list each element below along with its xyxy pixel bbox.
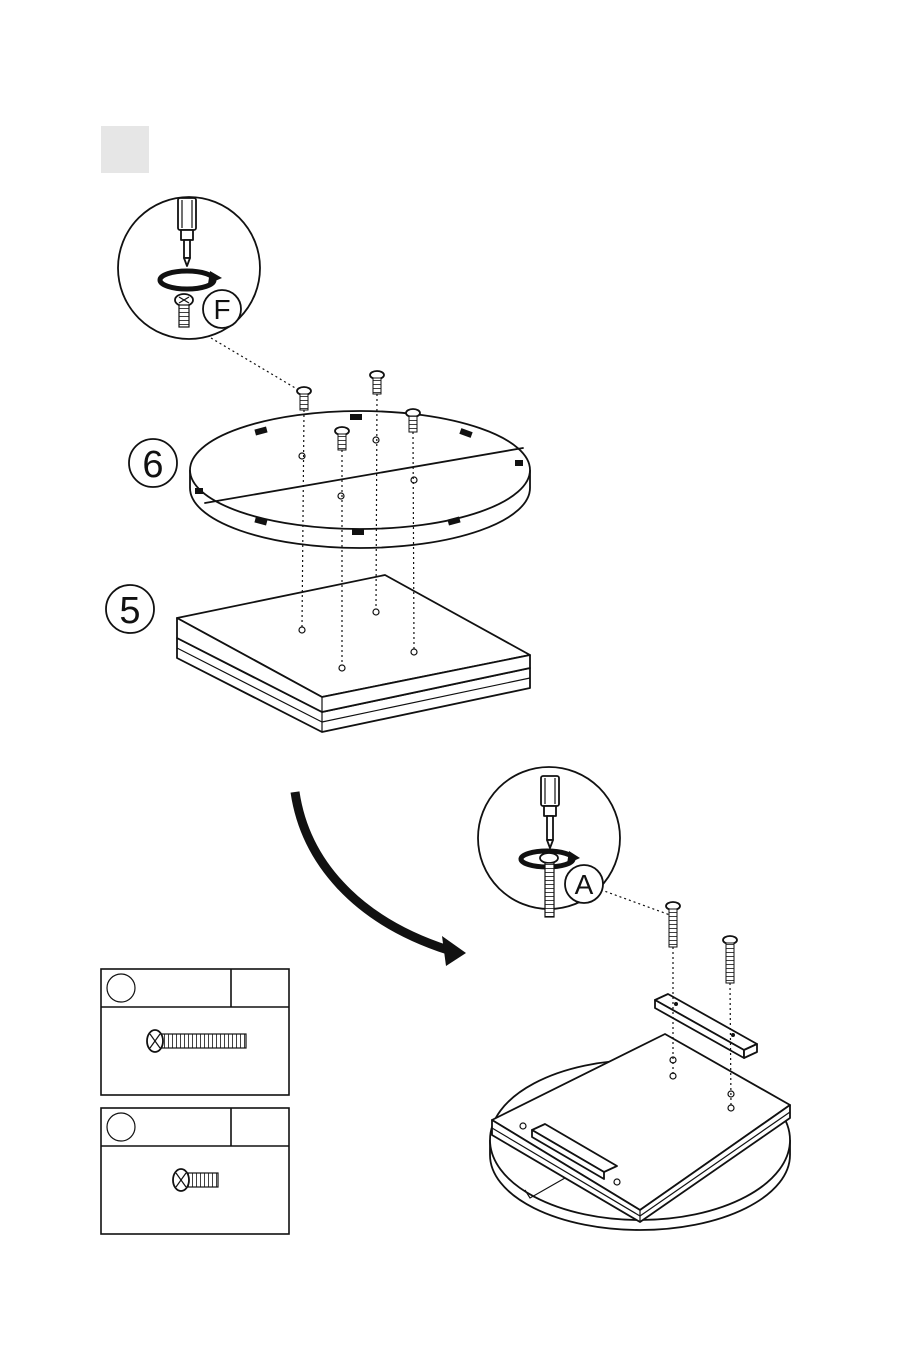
- hardware-legend-short-screw: [101, 1108, 289, 1234]
- step-number-box: [101, 126, 149, 173]
- long-screw-icon: [540, 853, 558, 917]
- round-table-top-6: [190, 411, 530, 548]
- screwdriver-icon: [541, 776, 559, 848]
- square-base-panel-5: [177, 575, 530, 732]
- part-number-5: 5: [119, 590, 140, 632]
- rotation-arrow-icon: [160, 271, 222, 289]
- screwdriver-callout-f: F: [118, 197, 302, 392]
- part-label-6: 6: [129, 439, 177, 487]
- part-number-6: 6: [142, 444, 163, 486]
- screwdriver-icon: [178, 198, 196, 266]
- flipped-assembly: [490, 1034, 790, 1230]
- screw-icon: [370, 371, 384, 394]
- long-screw-icon: [723, 936, 737, 983]
- short-screw-icon: [175, 294, 193, 327]
- flip-direction-arrow-icon: [295, 792, 466, 966]
- long-screw-icon: [666, 902, 680, 947]
- callout-letter-f: F: [213, 294, 230, 325]
- callout-letter-a: A: [575, 869, 594, 900]
- screw-icon: [297, 387, 311, 410]
- screws-a-group: [666, 902, 737, 983]
- hardware-legend-long-screw: [101, 969, 289, 1095]
- part-label-5: 5: [106, 585, 154, 633]
- screwdriver-callout-a: A: [478, 767, 670, 917]
